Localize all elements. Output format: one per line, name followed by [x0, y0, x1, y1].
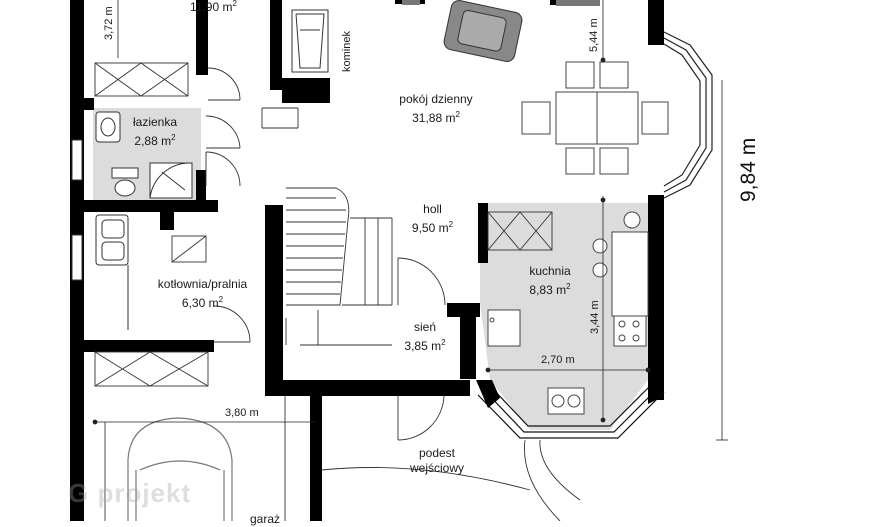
kitchen-bay-corner-left	[476, 380, 500, 408]
left-windows	[71, 139, 83, 281]
landing-name-line2: wejściowy	[409, 461, 464, 475]
kitchen-bay-corner-right	[648, 380, 664, 404]
holl-name: holl	[423, 202, 442, 216]
dining-set	[521, 61, 669, 175]
boiler-room-name: kotłownia/pralnia	[157, 277, 248, 291]
living-room-area: 31,88 m2	[412, 110, 460, 125]
dim-garage-width: 3,80 m	[225, 407, 259, 419]
dim-total-depth: 9,84 m	[737, 137, 760, 202]
kominek-label: kominek	[341, 31, 353, 72]
dimension-lines	[92, 0, 728, 521]
boiler-room-area: 6,30 m2	[181, 295, 224, 310]
staircase	[285, 187, 393, 346]
walls	[70, 0, 664, 521]
bathroom-label: łazienka 2,88 m2	[115, 115, 195, 149]
vestibule-name: sień	[413, 320, 436, 334]
boiler-room-label: kotłownia/pralnia 6,30 m2	[140, 277, 265, 311]
top-left-room-area: 11,90 m2	[190, 0, 237, 14]
kitchen-name: kuchnia	[529, 264, 571, 278]
dim-left-top: 3,72 m	[103, 6, 115, 40]
kitchen-fittings	[487, 211, 649, 415]
bathroom-name: łazienka	[132, 115, 178, 129]
landing-name-line1: podest	[418, 446, 456, 460]
kitchen-label: kuchnia 8,83 m2	[515, 264, 585, 298]
vestibule-area: 3,85 m2	[404, 338, 446, 353]
car	[127, 417, 233, 521]
living-room-label: pokój dzienny 31,88 m2	[386, 92, 486, 126]
fireplace	[291, 9, 329, 73]
living-bay-window	[663, 31, 713, 199]
top-furniture	[402, 0, 420, 5]
bathroom-area: 2,88 m2	[134, 133, 176, 148]
holl-label: holl 9,50 m2	[400, 202, 465, 236]
kitchen-area: 8,83 m2	[529, 282, 571, 297]
dim-living-height: 5,44 m	[588, 18, 600, 52]
door-swings	[205, 67, 581, 521]
landing-label: podest wejściowy	[393, 446, 481, 476]
laundry-fixtures	[95, 214, 129, 330]
wardrobes	[94, 62, 553, 387]
vestibule-label: sień 3,85 m2	[395, 320, 455, 354]
top-furniture-right	[556, 0, 600, 6]
garage-label: garaż	[249, 512, 281, 526]
dim-kitchen-width: 2,70 m	[541, 354, 575, 366]
living-room-name: pokój dzienny	[399, 92, 473, 106]
kitchen-bay-wall	[477, 385, 665, 439]
watermark: G projekt	[68, 478, 192, 508]
holl-area: 9,50 m2	[411, 220, 454, 235]
armchair	[443, 0, 523, 62]
kitchen-floor-bay	[480, 303, 648, 430]
bathroom-fixtures	[95, 111, 193, 199]
dim-kitchen-depth: 3,44 m	[589, 300, 601, 334]
